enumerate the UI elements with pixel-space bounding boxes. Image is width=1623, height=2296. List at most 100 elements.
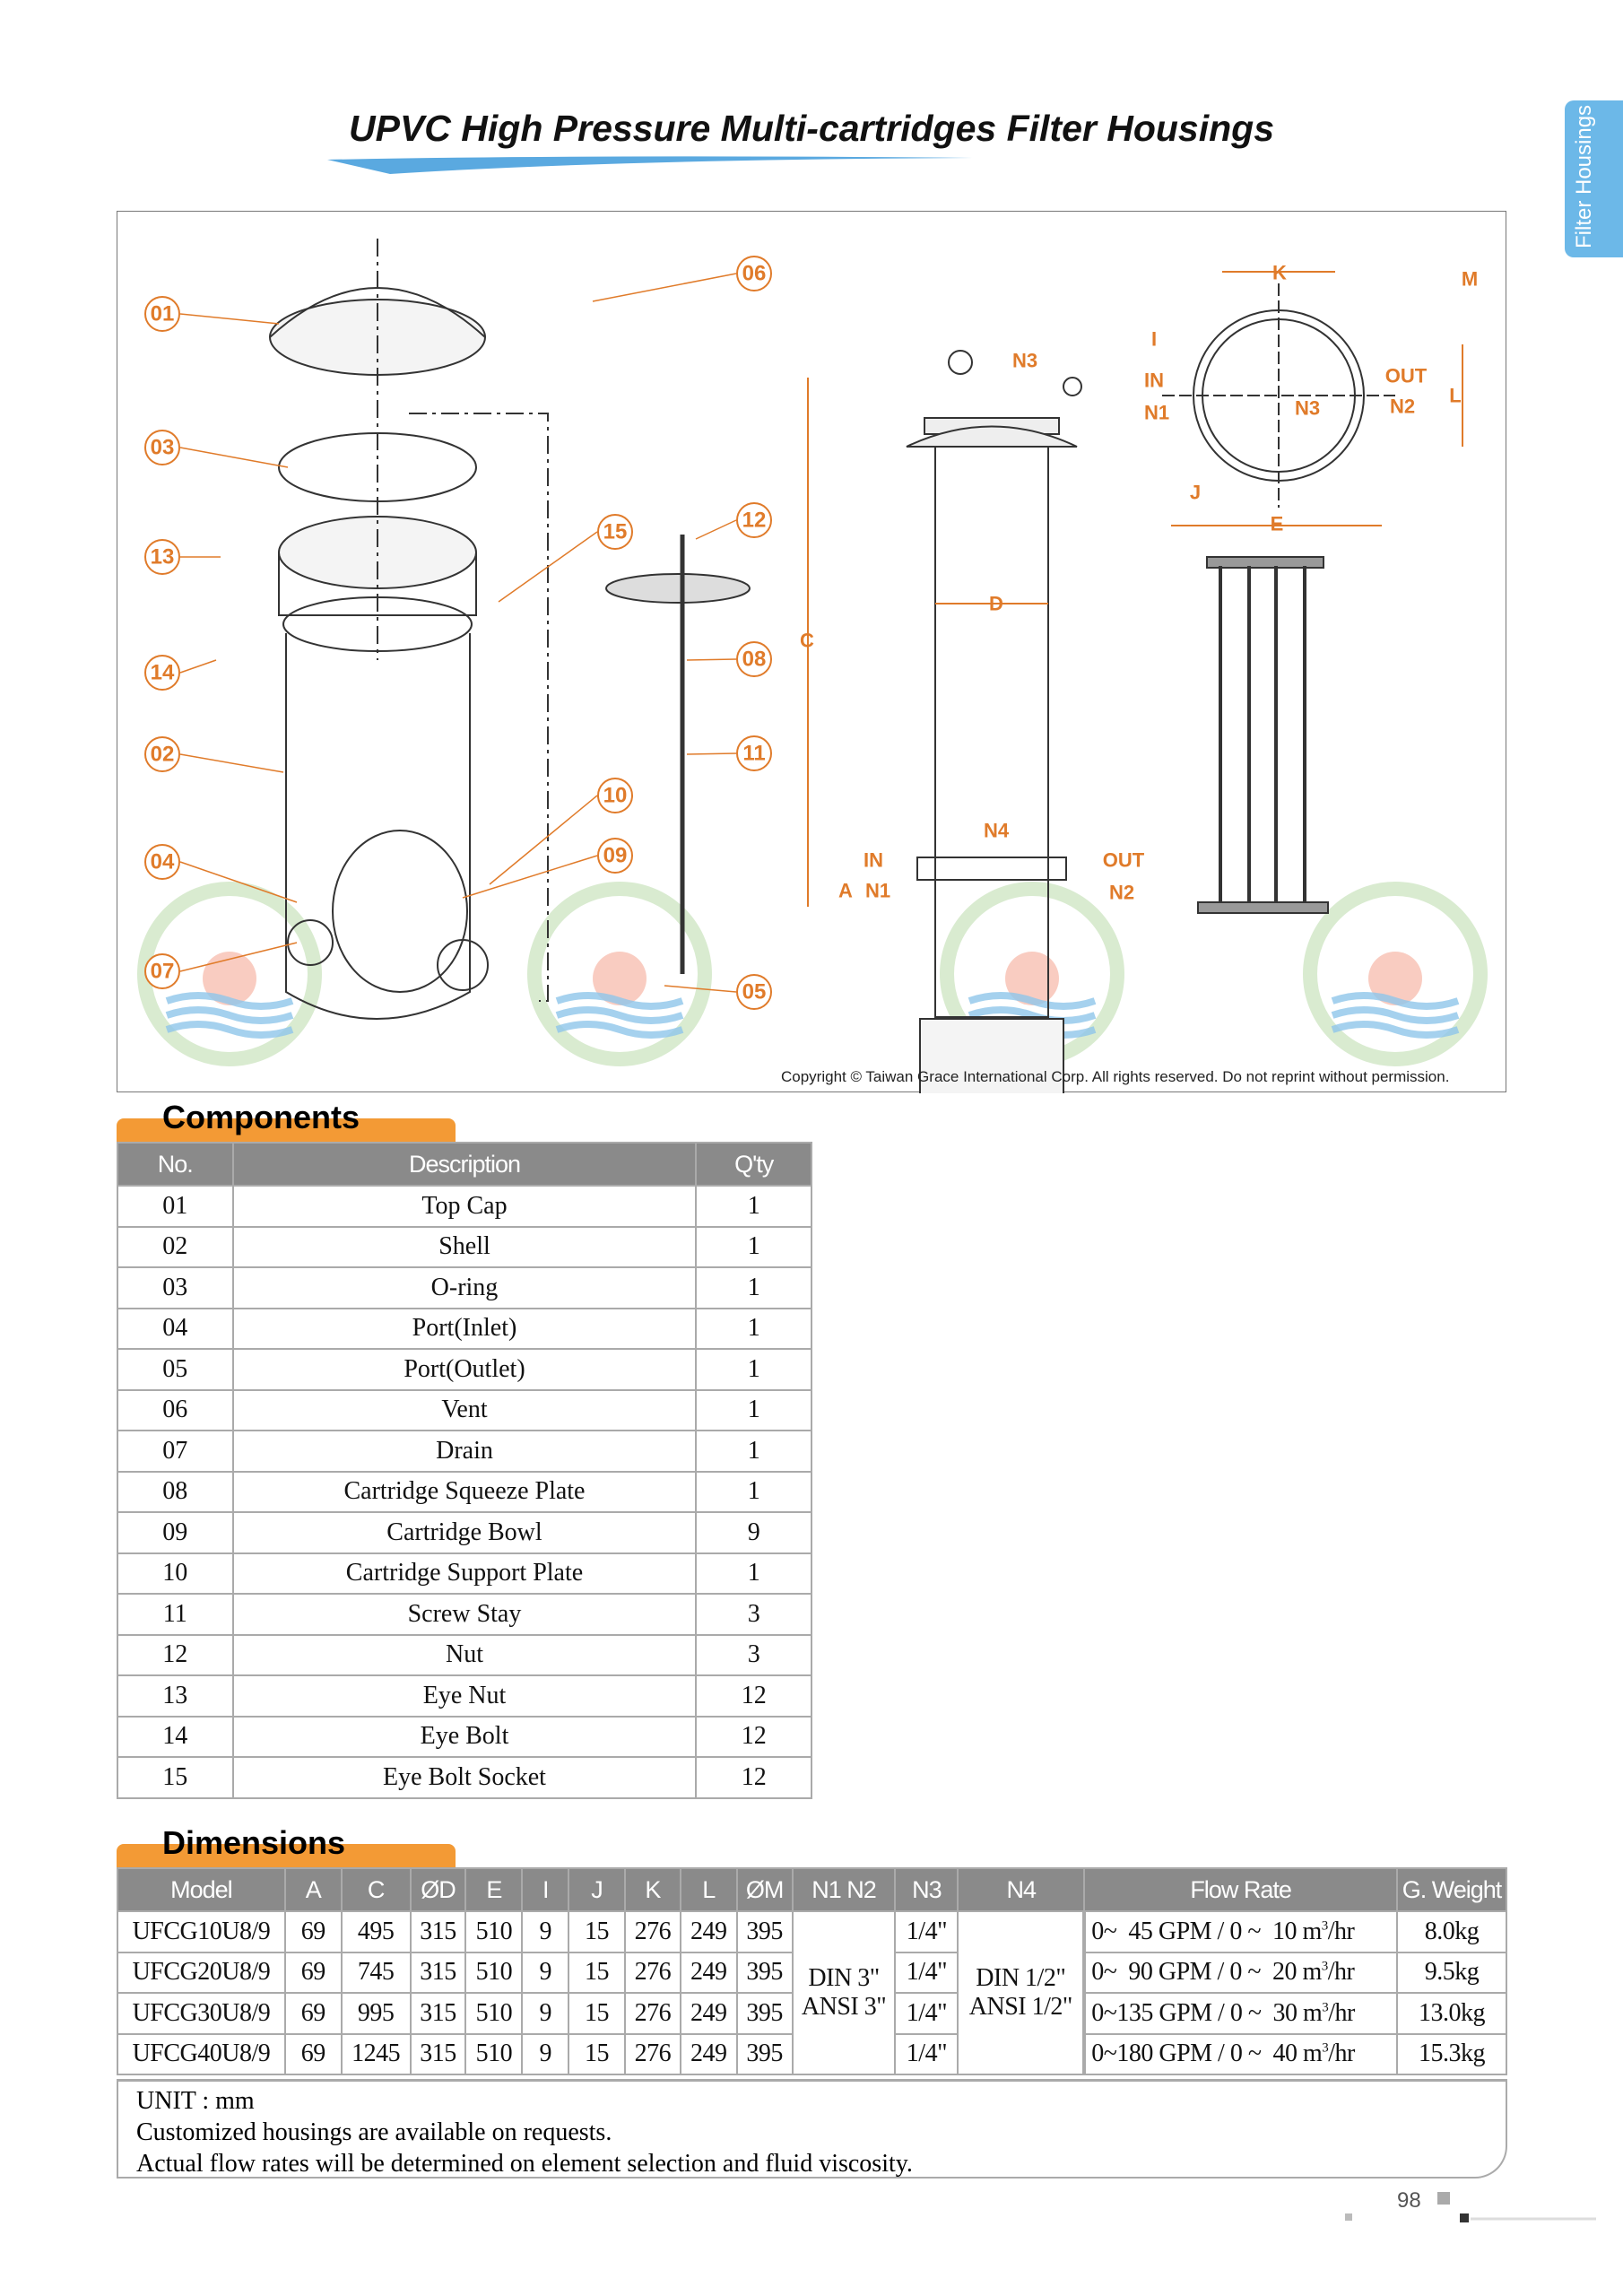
- part-description: Top Cap: [231, 1185, 698, 1228]
- cell-flow-rate: 0~135 GPM / 0 ~ 30 m3/hr: [1082, 1992, 1398, 2035]
- cell-n3: 1/4": [894, 1992, 959, 2035]
- part-description: Shell: [231, 1225, 698, 1268]
- cell-i: 9: [521, 2032, 570, 2075]
- cell-i: 9: [521, 1951, 570, 1994]
- cell-model: UFCG10U8/9: [117, 1910, 286, 1953]
- callout-circle: [144, 655, 180, 691]
- part-number: 03: [117, 1266, 234, 1309]
- cell-n3: 1/4": [894, 1910, 959, 1953]
- part-number: 11: [117, 1593, 234, 1636]
- cell-model: UFCG40U8/9: [117, 2032, 286, 2075]
- cell-c: 745: [340, 1951, 412, 1994]
- part-number: 14: [117, 1715, 234, 1758]
- column-header: Flow Rate: [1083, 1867, 1398, 1912]
- top-dim-label: I: [1151, 328, 1157, 351]
- part-number: 12: [117, 1633, 234, 1676]
- cell-n3: 1/4": [894, 1951, 959, 1994]
- column-header: Model: [117, 1867, 286, 1912]
- part-quantity: 1: [695, 1388, 812, 1431]
- part-description: Nut: [231, 1633, 698, 1676]
- cell-i: 9: [521, 1910, 570, 1953]
- components-heading: Components: [162, 1099, 360, 1135]
- section-tab-filter-housings: Filter Housings: [1565, 100, 1623, 257]
- cell-i: 9: [521, 1992, 570, 2035]
- part-number: 01: [117, 1185, 234, 1228]
- cell-k: 276: [623, 1910, 681, 1953]
- page-number: 98: [1397, 2188, 1421, 2213]
- section-tab-label: Filter Housings: [1572, 104, 1596, 248]
- part-number: 04: [117, 1307, 234, 1350]
- part-quantity: 1: [695, 1430, 812, 1473]
- callout-circle: [144, 736, 180, 772]
- cell-j: 15: [568, 1910, 626, 1953]
- note-unit: UNIT : mm: [136, 2087, 255, 2115]
- cubic-superscript: 3: [1322, 2000, 1329, 2015]
- part-quantity: 9: [695, 1511, 812, 1554]
- column-header: J: [568, 1867, 626, 1912]
- callout-circle: [736, 735, 772, 771]
- part-quantity: 3: [695, 1633, 812, 1676]
- callout-circle: [144, 953, 180, 989]
- front-dim-label: N3: [1012, 350, 1037, 372]
- callout-leader: [179, 659, 217, 674]
- callout-leader: [686, 658, 737, 661]
- cell-a: 69: [283, 1910, 343, 1953]
- part-number: 02: [117, 1225, 234, 1268]
- callout-circle: [144, 430, 180, 465]
- top-dim-label: J: [1190, 482, 1201, 504]
- part-description: Eye Bolt Socket: [231, 1756, 698, 1799]
- cell-l: 249: [679, 1992, 738, 2035]
- part-number: 10: [117, 1552, 234, 1595]
- cell-n3: 1/4": [894, 2032, 959, 2075]
- callout-circle: [144, 539, 180, 575]
- cell-a: 69: [283, 1951, 343, 1994]
- callout-12: 12: [742, 509, 767, 533]
- exploded-housing-drawing: [269, 239, 751, 1020]
- part-quantity: 1: [695, 1348, 812, 1391]
- n4-ansi: ANSI 1/2": [968, 1993, 1073, 2021]
- callout-leader: [179, 942, 298, 972]
- callout-leader: [179, 313, 280, 325]
- dimensions-tab-bar: [117, 1844, 456, 1867]
- cell-m: 395: [735, 1992, 794, 2035]
- part-description: O-ring: [231, 1266, 698, 1309]
- cell-model: UFCG30U8/9: [117, 1992, 286, 2035]
- page-title: UPVC High Pressure Multi-cartridges Filt…: [348, 108, 1275, 149]
- callout-circle: [736, 256, 772, 291]
- cell-l: 249: [679, 2032, 738, 2075]
- cell-d: 315: [409, 1910, 467, 1953]
- column-header: C: [340, 1867, 412, 1912]
- part-description: Cartridge Bowl: [231, 1511, 698, 1554]
- callout-leader: [489, 795, 598, 885]
- flow-rate-value: 0~135 GPM / 0 ~ 30 m: [1091, 1998, 1323, 2027]
- callout-circle: [144, 296, 180, 332]
- column-header: Description: [231, 1142, 698, 1187]
- watermark-logo: [1303, 882, 1488, 1066]
- cell-m: 395: [735, 2032, 794, 2075]
- callout-circle: [736, 974, 772, 1010]
- cell-e: 510: [464, 1992, 524, 2035]
- cell-weight: 9.5kg: [1395, 1951, 1508, 1994]
- column-header: L: [679, 1867, 738, 1912]
- cell-weight: 15.3kg: [1395, 2032, 1508, 2075]
- cell-k: 276: [623, 2032, 681, 2075]
- callout-09: 09: [603, 844, 628, 868]
- callout-06: 06: [742, 262, 767, 286]
- callout-leader: [179, 447, 289, 468]
- n4-din: DIN 1/2": [976, 1964, 1066, 1992]
- cell-m: 395: [735, 1951, 794, 1994]
- part-number: 15: [117, 1756, 234, 1799]
- callout-circle: [597, 514, 633, 550]
- callout-circle: [144, 844, 180, 880]
- cell-d: 315: [409, 1992, 467, 2035]
- flow-rate-value: 0~ 90 GPM / 0 ~ 20 m: [1091, 1958, 1322, 1987]
- column-header: ØM: [735, 1867, 794, 1912]
- watermark-logo: [137, 882, 322, 1066]
- top-view-drawing: [1162, 271, 1463, 526]
